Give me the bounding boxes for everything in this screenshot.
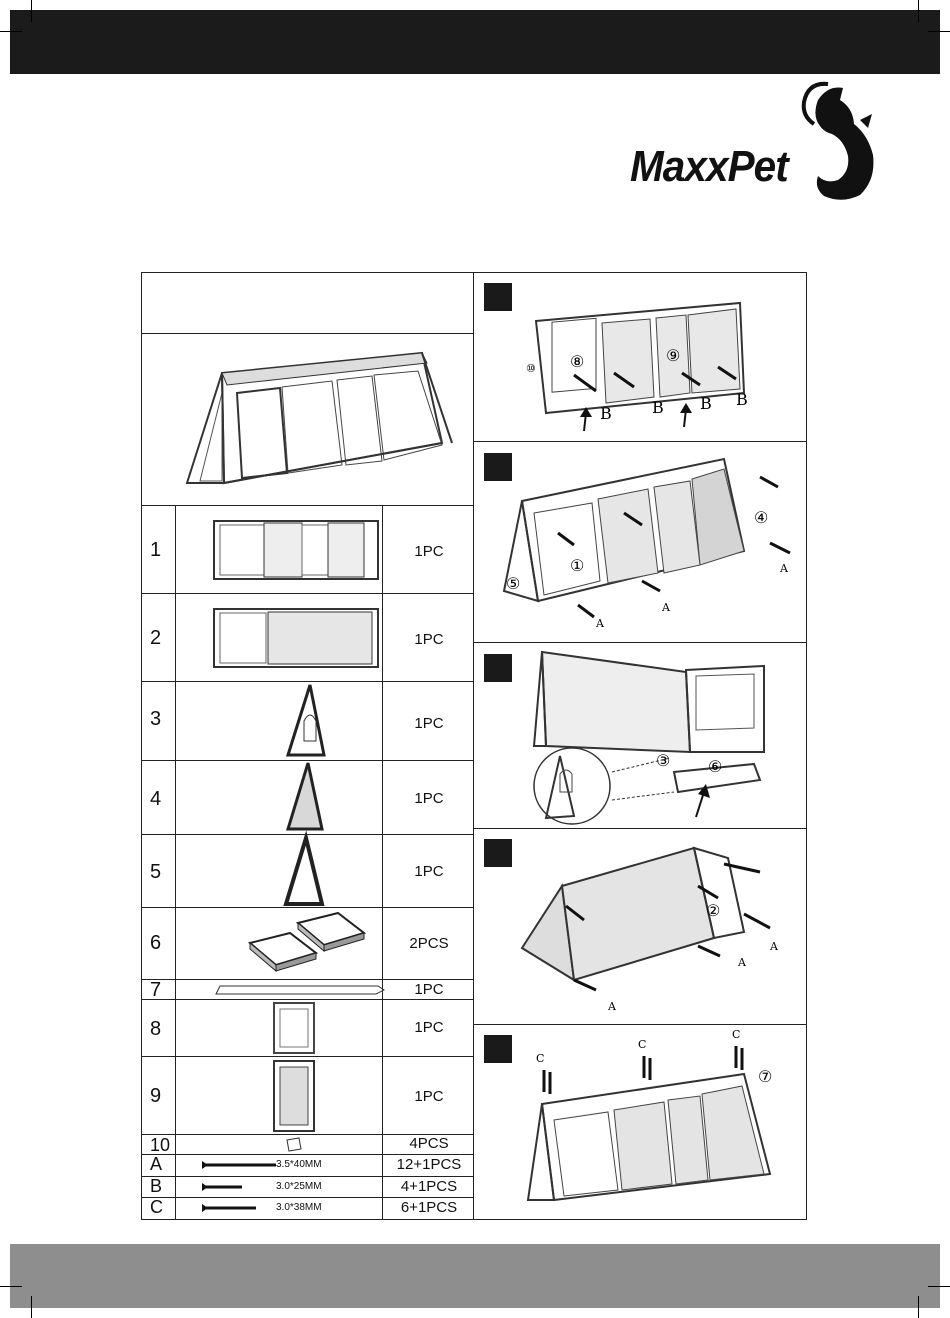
part-9-mesh-door-illustration [272, 1059, 322, 1135]
callout-label: A [769, 940, 779, 953]
callout-label: A [595, 617, 605, 630]
part-qty: 1PC [383, 863, 475, 880]
part-qty: 1PC [383, 715, 475, 732]
brand-logo-text: MaxxPet [630, 142, 788, 192]
callout-label: A [607, 1000, 617, 1013]
part-letter: B [150, 1176, 162, 1197]
part-qty: 6+1PCS [383, 1199, 475, 1216]
callout-label: ⑩ [526, 362, 536, 375]
screw-size: 3.5*40MM [276, 1159, 322, 1170]
header-bar [10, 10, 940, 74]
assembly-steps-panel: ⑩ ⑧ ⑨ B B B B ④ ① ⑤ A A A [474, 272, 807, 1220]
callout-label: ② [706, 901, 720, 920]
part-number: 4 [150, 788, 161, 811]
callout-label: ⑥ [708, 757, 722, 776]
step-5-illustration: C C C ⑦ [474, 1024, 807, 1220]
callout-label: B [700, 394, 712, 413]
part-5-end-frame-illustration [282, 836, 342, 908]
callout-label: C [732, 1028, 740, 1041]
part-number: 2 [150, 627, 161, 650]
part-qty: 4PCS [383, 1135, 475, 1152]
part-number: 10 [150, 1135, 170, 1156]
callout-label: ⑨ [666, 346, 680, 365]
screw-c-icon [202, 1203, 262, 1213]
part-number: 1 [150, 539, 161, 562]
part-10-latch-icon [285, 1137, 305, 1153]
callout-label: A [779, 562, 789, 575]
part-qty: 1PC [383, 631, 475, 648]
step-1-illustration: ⑩ ⑧ ⑨ B B B B [474, 273, 807, 441]
callout-label: ⑤ [506, 574, 520, 593]
parts-table: 1 1PC 2 1PC 3 1PC 4 1PC 5 1PC 6 [141, 272, 474, 1220]
callout-label: B [600, 404, 612, 423]
footer-bar [10, 1244, 940, 1308]
screw-size: 3.0*25MM [276, 1181, 322, 1192]
callout-label: B [652, 398, 664, 417]
callout-label: ① [570, 556, 584, 575]
part-number: 8 [150, 1018, 161, 1041]
step-3-illustration: ③ ⑥ [474, 642, 807, 828]
part-6-floor-trays-illustration [242, 909, 372, 979]
step-4-illustration: ② A A A [474, 828, 807, 1024]
part-qty: 4+1PCS [383, 1178, 475, 1195]
part-7-roof-strip-illustration [212, 982, 392, 998]
callout-label: ④ [754, 508, 768, 527]
part-qty: 2PCS [383, 935, 475, 952]
part-number: 3 [150, 708, 161, 731]
callout-label: A [661, 601, 671, 614]
part-4-mesh-end-illustration [284, 761, 344, 833]
assembled-hutch-illustration [142, 333, 475, 505]
callout-label: C [536, 1052, 544, 1065]
part-1-front-panel-illustration [212, 515, 382, 585]
part-qty: 1PC [383, 790, 475, 807]
screw-size: 3.0*38MM [276, 1202, 322, 1213]
part-qty: 1PC [383, 543, 475, 560]
part-8-door-illustration [272, 1001, 322, 1057]
part-number: 7 [150, 979, 161, 1002]
part-3-door-end-illustration [284, 683, 344, 759]
brand-logo: MaxxPet [628, 80, 878, 205]
callout-label: ③ [656, 751, 670, 770]
callout-label: ⑧ [570, 352, 584, 371]
part-2-back-panel-illustration [212, 603, 382, 673]
screw-b-icon [202, 1182, 252, 1192]
step-2-illustration: ④ ① ⑤ A A A [474, 441, 807, 642]
part-number: 6 [150, 932, 161, 955]
part-number: 9 [150, 1085, 161, 1108]
callout-label: C [638, 1038, 646, 1051]
part-qty: 1PC [383, 1088, 475, 1105]
part-qty: 12+1PCS [383, 1156, 475, 1173]
callout-label: ⑦ [758, 1067, 772, 1086]
callout-label: B [736, 390, 748, 409]
part-qty: 1PC [383, 981, 475, 998]
part-qty: 1PC [383, 1019, 475, 1036]
part-number: 5 [150, 861, 161, 884]
part-letter: A [150, 1154, 162, 1175]
callout-label: A [737, 956, 747, 969]
part-letter: C [150, 1197, 163, 1218]
screw-a-icon [202, 1160, 282, 1170]
